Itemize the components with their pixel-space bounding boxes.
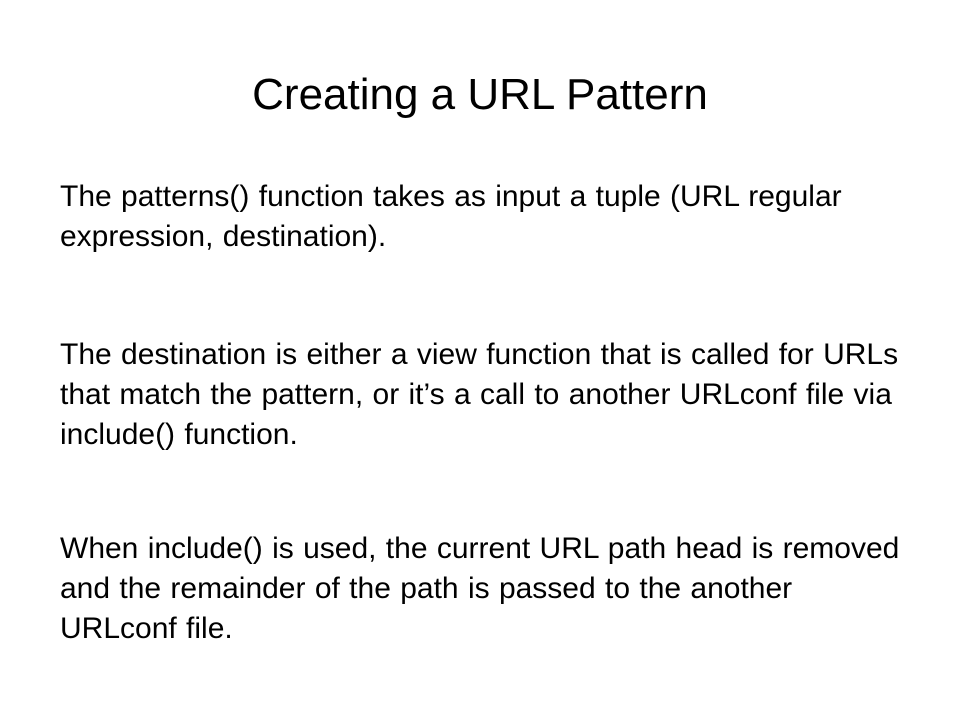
paragraph-patterns-function: The patterns() function takes as input a… [60, 180, 842, 253]
paragraph-destination: The destination is either a view functio… [60, 338, 899, 451]
slide-title: Creating a URL Pattern [252, 70, 708, 119]
paragraph-include: When include() is used, the current URL … [60, 532, 900, 645]
